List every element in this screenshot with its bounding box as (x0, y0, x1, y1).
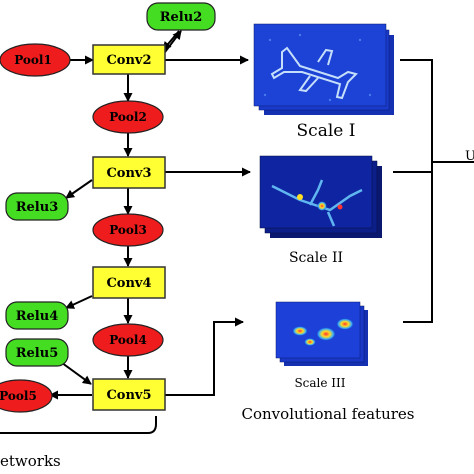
edge-conv3-relu3 (65, 179, 93, 199)
conv-features-caption: Convolutional features (242, 405, 415, 423)
pool5-label: Pool5 (0, 389, 37, 403)
relu-layers: Relu2 Relu3 Relu4 Relu5 (5, 2, 216, 367)
pool1-node (0, 43, 71, 77)
scale1-feature-maps (253, 23, 394, 115)
scale2-caption: Scale II (289, 250, 343, 266)
pool4-node (92, 323, 164, 357)
pool2-label: Pool2 (109, 110, 147, 124)
conv-layers: Conv2 Conv3 Conv4 Conv5 (92, 44, 166, 411)
pool-layers: Pool1 Pool2 Pool3 Pool4 Pool5 (0, 43, 164, 413)
pool3-label: Pool3 (109, 223, 147, 237)
networks-caption-fragment: etworks (0, 452, 61, 470)
relu3-box (5, 192, 69, 221)
conv4-label: Conv4 (106, 276, 151, 291)
connections (0, 30, 474, 434)
relu4-label: Relu4 (16, 309, 59, 324)
networks-brace (0, 416, 157, 434)
scale2-feature-maps (259, 155, 382, 238)
scale3-caption: Scale III (294, 376, 345, 390)
conv4-box (92, 266, 166, 299)
relu5-label: Relu5 (16, 346, 59, 361)
merge-bracket (400, 59, 433, 323)
scale1-caption: Scale I (297, 121, 356, 141)
conv2-label: Conv2 (106, 53, 151, 68)
relu5-box (5, 338, 69, 367)
relu4-box (5, 301, 69, 330)
pool4-label: Pool4 (109, 333, 147, 347)
right-edge-caption-fragment: U (465, 149, 474, 164)
pool3-node (92, 213, 164, 247)
conv5-box (92, 378, 166, 411)
conv5-label: Conv5 (106, 388, 151, 403)
edge-conv4-relu4 (65, 295, 93, 309)
edge-conv5-scale3 (165, 317, 244, 396)
edge-conv2-relu2 (164, 30, 182, 53)
conv3-label: Conv3 (106, 166, 151, 181)
pool2-node (92, 100, 164, 134)
relu2-label: Relu2 (160, 10, 203, 25)
relu2-box (146, 2, 216, 31)
airplane-activation (271, 179, 363, 227)
pool5-node (0, 379, 53, 413)
relu3-label: Relu3 (16, 200, 59, 215)
conv3-box (92, 156, 166, 189)
scale3-feature-maps (275, 301, 368, 366)
airplane-silhouette (270, 46, 358, 100)
conv2-box (92, 44, 166, 75)
pool1-label: Pool1 (14, 53, 52, 67)
